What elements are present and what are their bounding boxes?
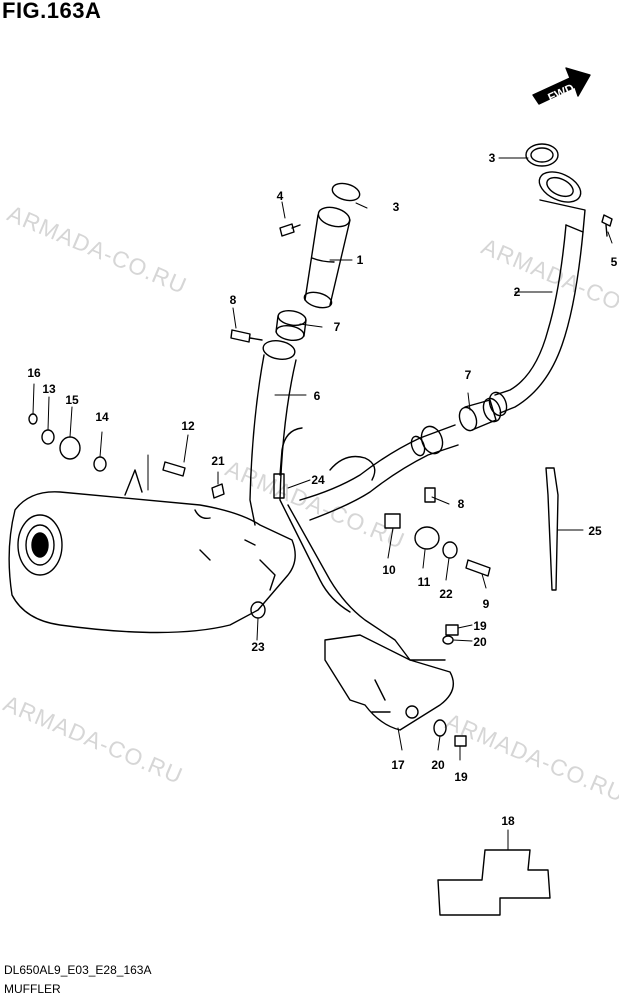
bolt-5 — [601, 214, 613, 237]
bolt-4 — [279, 223, 301, 237]
callout-16[interactable]: 16 — [27, 366, 41, 380]
heat-cover — [324, 634, 454, 731]
callout-12[interactable]: 12 — [181, 419, 195, 433]
callout-3a[interactable]: 3 — [488, 151, 496, 165]
middle-pipe — [299, 424, 459, 521]
connector-sleeve-right — [458, 397, 502, 432]
callout-5[interactable]: 5 — [610, 255, 618, 269]
exhaust-pipe-right — [488, 171, 586, 417]
washer-13 — [41, 429, 55, 445]
callout-8a[interactable]: 8 — [229, 293, 237, 307]
fwd-arrow-icon: FWD — [532, 67, 591, 105]
label-sticker-18 — [437, 849, 551, 916]
callout-24[interactable]: 24 — [311, 473, 325, 487]
callout-22[interactable]: 22 — [439, 587, 453, 601]
bolt-12 — [162, 461, 186, 477]
bolt-19-lower — [454, 735, 467, 747]
callout-9[interactable]: 9 — [482, 597, 490, 611]
bolt-9 — [465, 559, 491, 577]
callout-8b[interactable]: 8 — [457, 497, 465, 511]
nut-20-lower — [433, 719, 447, 737]
washer-22 — [442, 541, 458, 559]
clip-21 — [211, 483, 225, 499]
gasket-right — [525, 143, 559, 167]
nut-20-upper — [442, 635, 454, 645]
callout-1[interactable]: 1 — [356, 253, 364, 267]
callout-7a[interactable]: 7 — [333, 320, 341, 334]
cable-tie-25 — [545, 467, 559, 591]
gasket-left — [331, 182, 361, 202]
connector-pipe-left — [303, 206, 351, 309]
figure-code: DL650AL9_E03_E28_163A — [4, 963, 152, 977]
callout-2[interactable]: 2 — [513, 285, 521, 299]
grommet-11 — [414, 526, 440, 550]
leader-lines — [32, 157, 613, 851]
callout-20a[interactable]: 20 — [473, 635, 487, 649]
sensor-24 — [273, 473, 285, 499]
callout-14[interactable]: 14 — [95, 410, 109, 424]
callout-25[interactable]: 25 — [588, 524, 602, 538]
callout-10[interactable]: 10 — [382, 563, 396, 577]
sensor-wire — [279, 427, 303, 476]
exhaust-pipe-left — [249, 340, 297, 526]
muffler-bracket — [287, 504, 446, 661]
grommet-15 — [59, 436, 81, 460]
callout-20b[interactable]: 20 — [431, 758, 445, 772]
callout-13[interactable]: 13 — [42, 382, 56, 396]
bolt-8-right — [424, 487, 436, 503]
figure-name: MUFFLER — [4, 982, 61, 996]
callout-19b[interactable]: 19 — [454, 770, 468, 784]
bolt-8-left — [230, 329, 263, 343]
bolt-19-upper — [445, 624, 459, 636]
callout-17[interactable]: 17 — [391, 758, 405, 772]
callout-4[interactable]: 4 — [276, 189, 284, 203]
callout-21[interactable]: 21 — [211, 454, 225, 468]
fwd-label: FWD — [546, 81, 577, 105]
callout-6[interactable]: 6 — [313, 389, 321, 403]
collar-10 — [384, 513, 401, 529]
callout-19a[interactable]: 19 — [473, 619, 487, 633]
collar-14 — [93, 456, 107, 472]
callout-23[interactable]: 23 — [251, 640, 265, 654]
callout-15[interactable]: 15 — [65, 393, 79, 407]
callout-3b[interactable]: 3 — [392, 200, 400, 214]
callout-7b[interactable]: 7 — [464, 368, 472, 382]
callout-18[interactable]: 18 — [501, 814, 515, 828]
muffler-body — [8, 469, 296, 634]
callout-11[interactable]: 11 — [417, 575, 431, 589]
figure-title: FIG.163A — [2, 0, 102, 23]
connector-sleeve-left — [275, 309, 307, 342]
nut-16 — [28, 413, 38, 425]
